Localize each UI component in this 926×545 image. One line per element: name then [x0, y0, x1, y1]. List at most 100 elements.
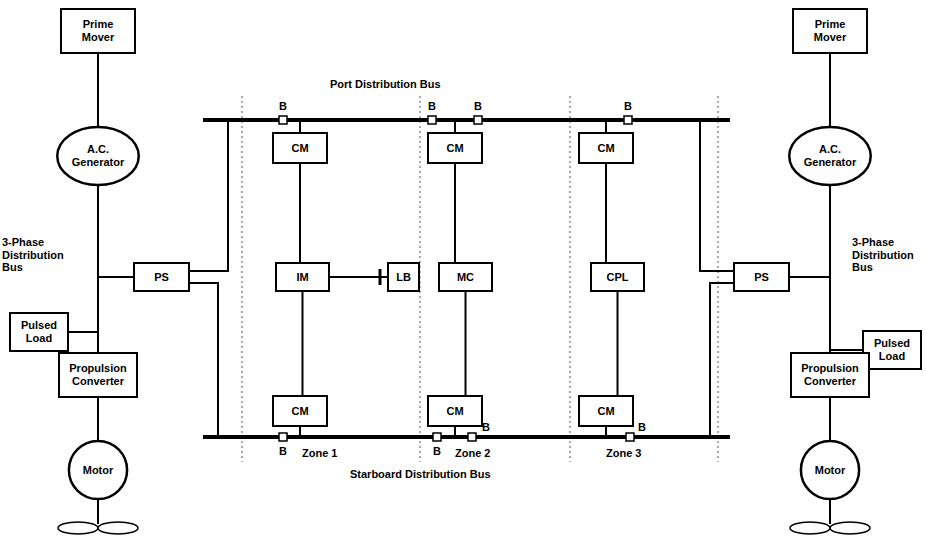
connector-line: [97, 398, 99, 440]
node-text-group: Pulsed Load: [15, 319, 63, 344]
connector-line: [617, 292, 619, 395]
inverter-module-box: IM: [275, 262, 330, 292]
connector-line: [330, 276, 387, 278]
bus-label: Port Distribution Bus: [330, 78, 441, 91]
bus-label: Starboard Distribution Bus: [350, 468, 491, 481]
node-label: Prime Mover: [798, 18, 862, 43]
node-text-group: A.C. Generator: [800, 143, 860, 168]
node-text-group: CM: [433, 405, 477, 418]
zone-label: Zone 3: [606, 447, 641, 460]
node-text-group: CM: [584, 405, 628, 418]
node-label: LB: [393, 271, 414, 284]
converter-module-box: CM: [427, 395, 483, 427]
node-label: Propulsion Converter: [796, 362, 864, 387]
breaker-label: B: [482, 421, 490, 434]
connector-line: [605, 164, 607, 262]
node-label: CM: [584, 142, 628, 155]
motor-controller-box: MC: [438, 262, 493, 292]
pulsed-load-box: Pulsed Load: [862, 330, 922, 370]
converter-module-box: CM: [427, 132, 483, 164]
connector-line: [98, 186, 133, 277]
motor-circle: Motor: [68, 440, 128, 500]
power-supply-box: PS: [733, 262, 790, 292]
node-label: CM: [278, 142, 322, 155]
constant-power-load-box: CPL: [590, 262, 645, 292]
node-text-group: Motor: [80, 464, 116, 477]
node-text-group: PS: [739, 271, 784, 284]
connector-line: [465, 292, 467, 395]
node-text-group: CM: [433, 142, 477, 155]
node-label: Pulsed Load: [868, 337, 916, 362]
breaker-label: B: [474, 100, 482, 113]
node-text-group: IM: [281, 271, 324, 284]
node-text-group: Prime Mover: [798, 18, 862, 43]
ellipse-shape: [789, 127, 870, 185]
node-text-group: CM: [278, 405, 322, 418]
connector-line: [69, 186, 98, 332]
node-text-group: Pulsed Load: [868, 337, 916, 362]
converter-module-box: CM: [578, 132, 634, 164]
ellipse-shape: [69, 441, 127, 499]
node-label: CPL: [596, 271, 639, 284]
prime-mover-box: Prime Mover: [60, 8, 136, 54]
node-text-group: CPL: [596, 271, 639, 284]
connector-line: [829, 398, 831, 440]
node-label: CM: [584, 405, 628, 418]
ellipse-shape: [801, 441, 859, 499]
node-label: CM: [433, 405, 477, 418]
motor-circle: Motor: [800, 440, 860, 500]
breaker-label: B: [624, 100, 632, 113]
generator-circle: A.C. Generator: [788, 126, 872, 186]
zone-label: Zone 2: [455, 447, 490, 460]
connector-line: [97, 54, 99, 126]
zone-label: Zone 1: [302, 447, 337, 460]
node-label: Motor: [80, 464, 116, 477]
bus-label: 3-Phase Distribution Bus: [852, 236, 924, 274]
propulsion-converter-box: Propulsion Converter: [58, 352, 138, 398]
bus-label: 3-Phase Distribution Bus: [2, 236, 74, 274]
node-text-group: LB: [393, 271, 414, 284]
node-text-group: CM: [584, 142, 628, 155]
prime-mover-box: Prime Mover: [792, 8, 868, 54]
node-label: PS: [139, 271, 184, 284]
node-text-group: MC: [444, 271, 487, 284]
node-text-group: PS: [139, 271, 184, 284]
propulsion-converter-box: Propulsion Converter: [790, 352, 870, 398]
power-supply-box: PS: [133, 262, 190, 292]
node-label: IM: [281, 271, 324, 284]
connector-line: [454, 164, 456, 262]
node-text-group: CM: [278, 142, 322, 155]
node-label: A.C. Generator: [800, 143, 860, 168]
converter-module-box: CM: [272, 132, 328, 164]
node-label: CM: [278, 405, 322, 418]
connector-line: [302, 292, 304, 395]
converter-module-box: CM: [578, 395, 634, 427]
node-text-group: Prime Mover: [66, 18, 130, 43]
connector-line: [829, 54, 831, 126]
breaker-label: B: [433, 445, 441, 458]
node-label: CM: [433, 142, 477, 155]
pulsed-load-box: Pulsed Load: [9, 312, 69, 352]
node-label: PS: [739, 271, 784, 284]
node-text-group: Propulsion Converter: [64, 362, 132, 387]
node-text-group: Motor: [812, 464, 848, 477]
node-label: Propulsion Converter: [64, 362, 132, 387]
load-bank-box: LB: [387, 262, 420, 292]
node-label: MC: [444, 271, 487, 284]
node-label: Prime Mover: [66, 18, 130, 43]
ellipse-shape: [57, 127, 138, 185]
connector-line: [790, 186, 830, 277]
converter-module-box: CM: [272, 395, 328, 427]
node-text-group: A.C. Generator: [68, 143, 128, 168]
breaker-label: B: [279, 100, 287, 113]
generator-circle: A.C. Generator: [56, 126, 140, 186]
connector-line: [299, 164, 301, 262]
breaker-label: B: [638, 421, 646, 434]
breaker-label: B: [279, 445, 287, 458]
node-text-group: Propulsion Converter: [796, 362, 864, 387]
node-label: Pulsed Load: [15, 319, 63, 344]
node-label: Motor: [812, 464, 848, 477]
breaker-label: B: [428, 100, 436, 113]
node-label: A.C. Generator: [68, 143, 128, 168]
